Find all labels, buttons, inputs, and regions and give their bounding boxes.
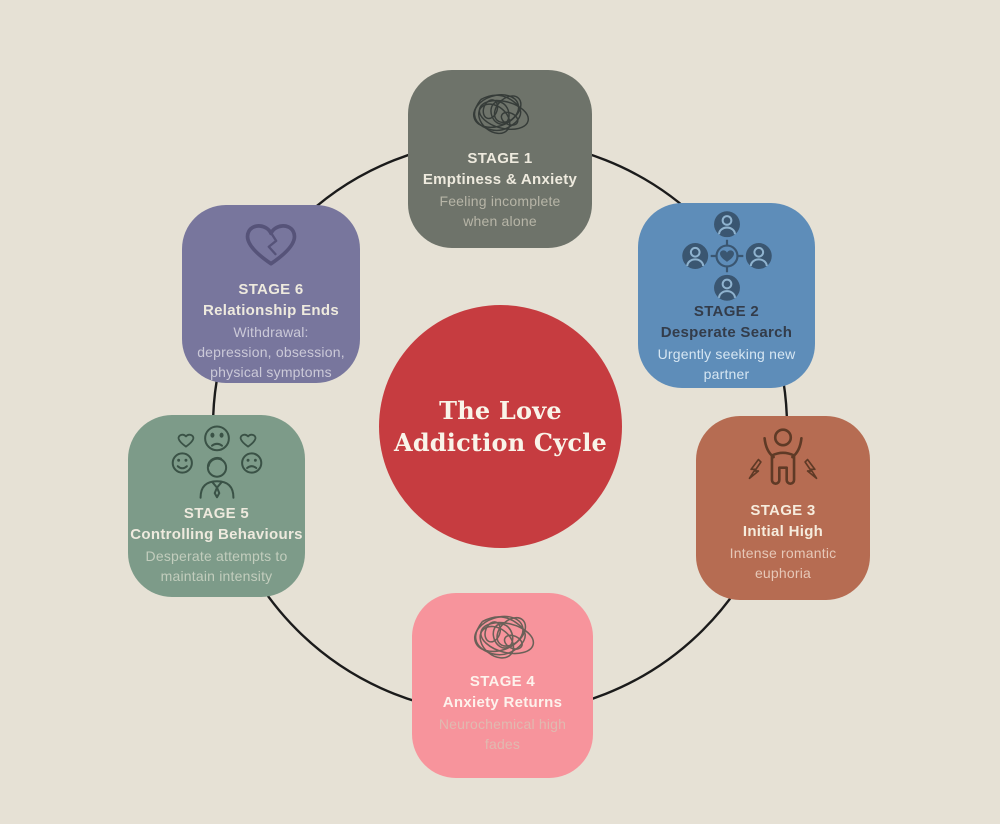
stage-label: STAGE 6 — [238, 281, 304, 298]
stage-label: STAGE 4 — [469, 673, 536, 690]
stage-title: Anxiety Returns — [442, 694, 563, 711]
broken-heart-icon — [233, 213, 309, 279]
stage-subtitle: Urgently seeking new partner — [657, 346, 796, 382]
stage-title: Controlling Behaviours — [130, 526, 303, 543]
stage-5-card: STAGE 5 Controlling Behaviours Desperate… — [128, 415, 305, 597]
stage-title: Emptiness & Anxiety — [422, 171, 578, 188]
center-circle: The Love Addiction Cycle — [379, 305, 622, 548]
stage-title: Desperate Search — [660, 324, 793, 341]
scribble-icon — [449, 601, 557, 671]
stage-1-card: STAGE 1 Emptiness & Anxiety Feeling inco… — [408, 70, 592, 248]
stage-label: STAGE 1 — [467, 150, 533, 167]
stage-subtitle: Neurochemical high fades — [438, 716, 567, 752]
stage-3-card: STAGE 3 Initial High Intense romantic eu… — [696, 416, 870, 600]
center-title: The Love Addiction Cycle — [394, 395, 607, 457]
stage-subtitle: Feeling incomplete when alone — [439, 193, 561, 229]
stage-title: Initial High — [742, 523, 824, 540]
stage-label: STAGE 2 — [693, 303, 760, 320]
stage-title: Relationship Ends — [203, 302, 339, 319]
faces-icon — [163, 423, 271, 503]
stage-2-card: STAGE 2 Desperate Search Urgently seekin… — [638, 203, 815, 388]
stage-label: STAGE 5 — [183, 505, 250, 522]
stage-subtitle: Intense romantic euphoria — [729, 545, 837, 581]
person-celebrating-icon — [739, 424, 827, 500]
stage-4-card: STAGE 4 Anxiety Returns Neurochemical hi… — [412, 593, 593, 778]
stage-subtitle: Withdrawal: depression, obsession, physi… — [197, 324, 345, 380]
stage-subtitle: Desperate attempts to maintain intensity — [145, 548, 288, 584]
people-around-heart-icon — [681, 211, 773, 301]
stage-6-card: STAGE 6 Relationship Ends Withdrawal: de… — [182, 205, 360, 383]
stage-label: STAGE 3 — [750, 502, 816, 519]
scribble-icon — [452, 78, 548, 148]
